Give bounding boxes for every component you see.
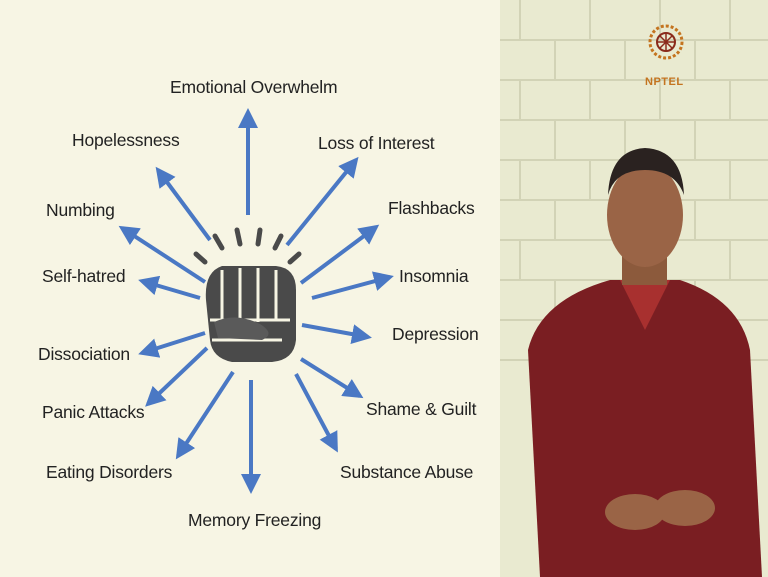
- arrow-loss-of-interest: [285, 156, 359, 247]
- label-dissociation: Dissociation: [38, 344, 130, 364]
- label-loss-of-interest: Loss of Interest: [318, 133, 435, 153]
- label-emotional-overwhelm: Emotional Overwhelm: [170, 77, 338, 97]
- arrow-group: [118, 108, 394, 494]
- speaker-video: [500, 0, 768, 577]
- label-self-hatred: Self-hatred: [42, 266, 126, 286]
- arrow-dissociation: [138, 331, 206, 358]
- arrow-substance-abuse: [294, 373, 338, 453]
- label-shame-guilt: Shame & Guilt: [366, 399, 477, 419]
- label-numbing: Numbing: [46, 200, 115, 220]
- arrow-flashbacks: [299, 224, 380, 285]
- arrow-hopelessness: [155, 166, 212, 242]
- label-panic-attacks: Panic Attacks: [42, 402, 145, 422]
- arrow-eating-disorders: [175, 370, 235, 460]
- arrow-depression: [301, 323, 372, 344]
- fist-icon: [193, 227, 302, 362]
- label-eating-disorders: Eating Disorders: [46, 462, 173, 482]
- arrow-numbing: [118, 225, 207, 284]
- label-depression: Depression: [392, 324, 479, 344]
- arrow-shame-guilt: [299, 357, 364, 399]
- label-hopelessness: Hopelessness: [72, 130, 180, 150]
- label-insomnia: Insomnia: [399, 266, 469, 286]
- arrow-panic-attacks: [145, 346, 209, 407]
- speaker-photo: [500, 0, 768, 577]
- arrow-self-hatred: [138, 275, 201, 300]
- label-substance-abuse: Substance Abuse: [340, 462, 474, 482]
- label-flashbacks: Flashbacks: [388, 198, 475, 218]
- nptel-logo-text: NPTEL: [645, 76, 684, 88]
- nptel-logo-icon: [648, 24, 684, 60]
- label-memory-freezing: Memory Freezing: [188, 510, 322, 530]
- arrow-insomnia: [311, 271, 394, 300]
